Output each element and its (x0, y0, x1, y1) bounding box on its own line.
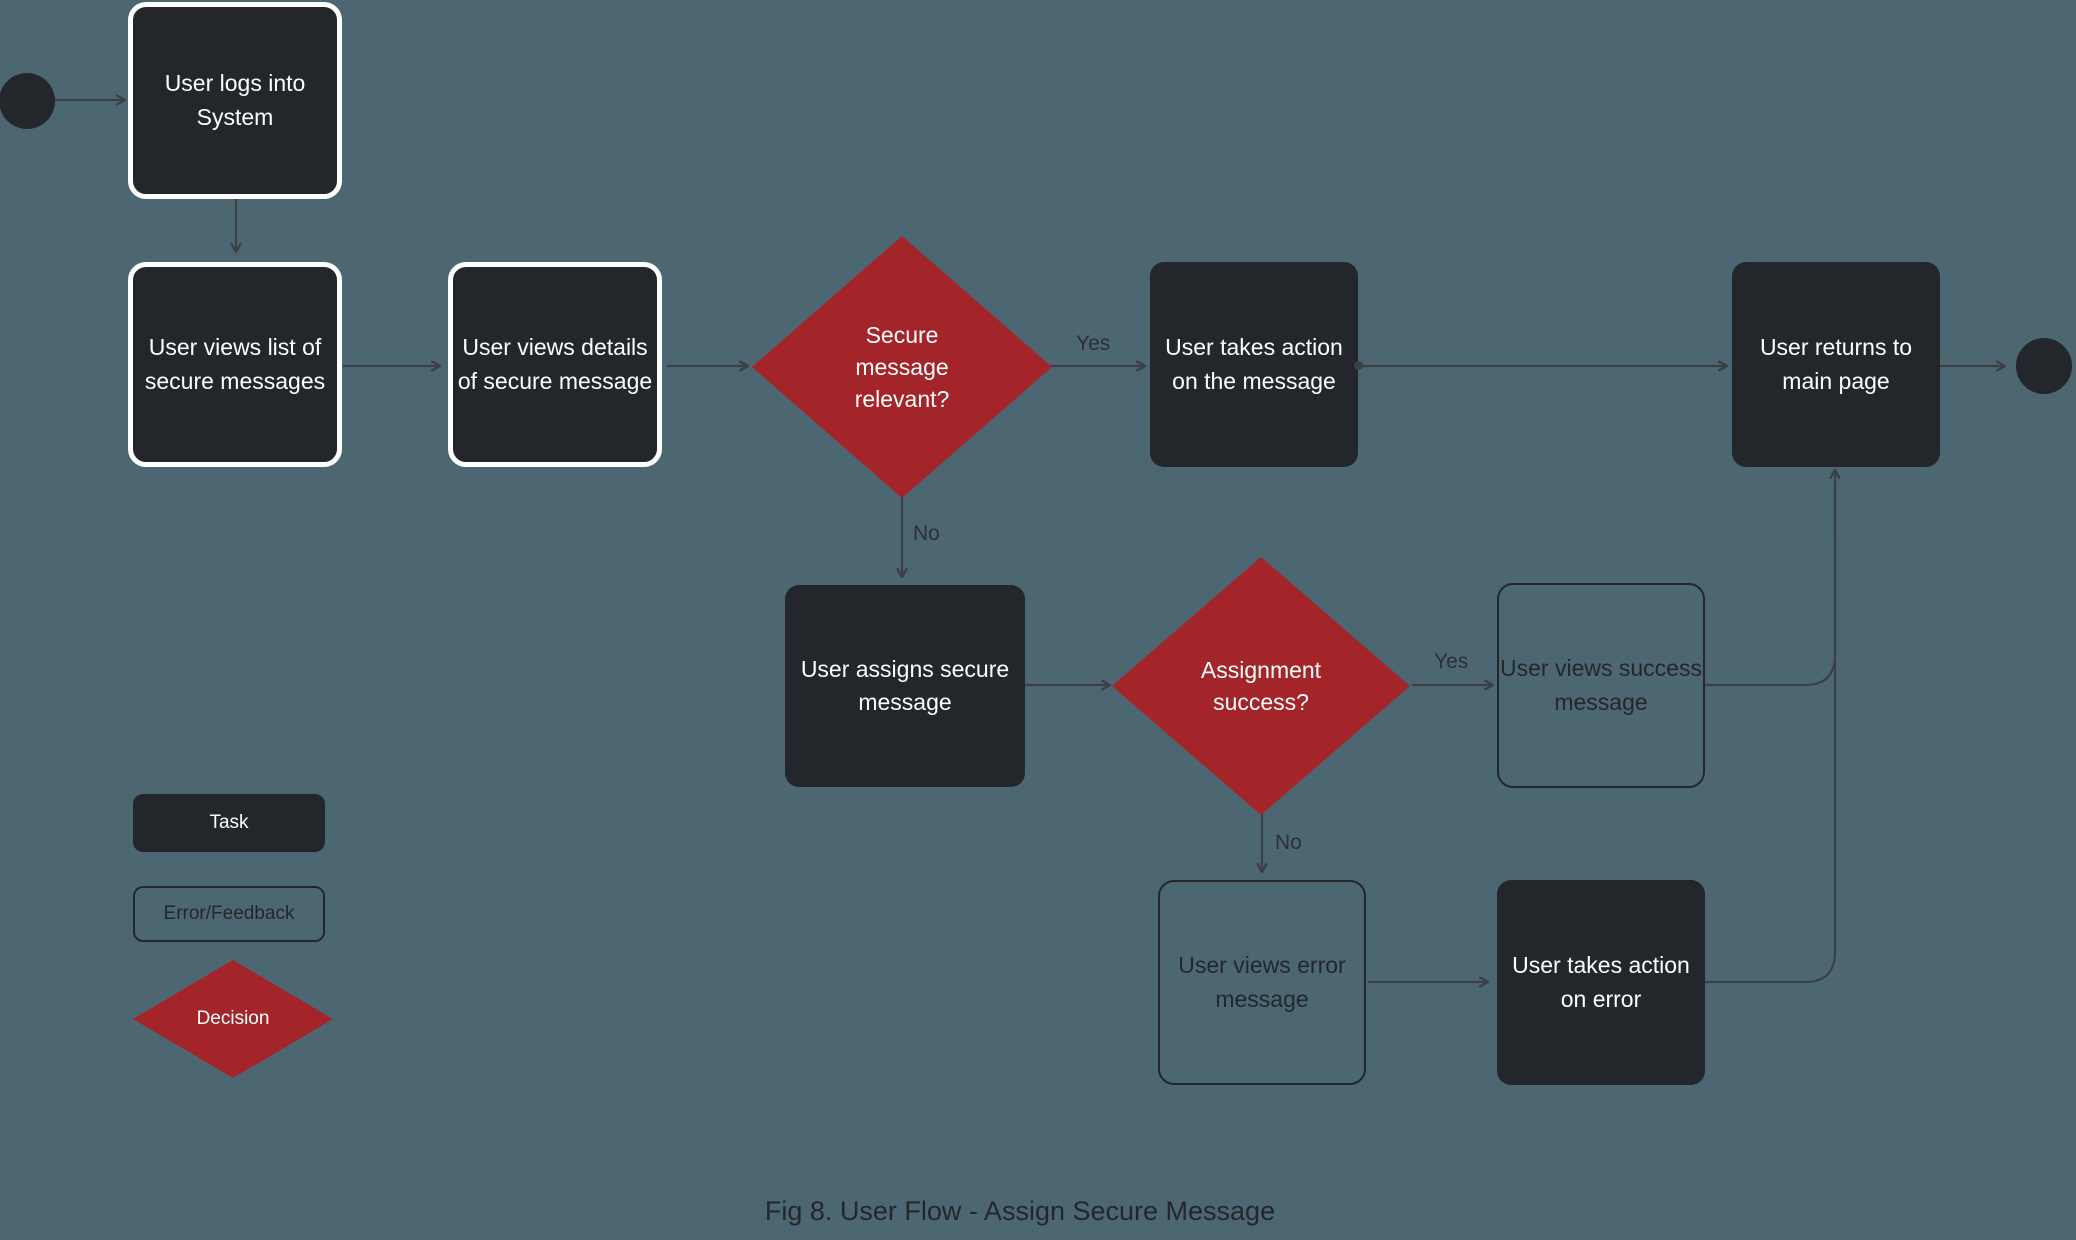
node-label: User logs into System (164, 70, 306, 130)
node-user-takes-action-on-error[interactable]: User takes action on error (1497, 880, 1705, 1085)
legend-feedback-label: Error/Feedback (163, 903, 295, 924)
node-user-logs-into-system[interactable]: User logs into System (128, 2, 342, 199)
figure-caption: Fig 8. User Flow - Assign Secure Message (764, 1196, 1276, 1226)
node-decision-secure-message-relevant[interactable]: Secure message relevant? (752, 236, 1052, 498)
edge-action-error-to-return (1705, 485, 1837, 984)
edge-success-to-return (1705, 485, 1837, 687)
node-decision-assignment-success[interactable]: Assignment success? (1112, 557, 1410, 815)
legend-decision: Decision (133, 960, 333, 1078)
edge-label-relevant-yes: Yes (1076, 332, 1111, 355)
node-user-views-error-message[interactable]: User views error message (1158, 880, 1366, 1085)
node-user-views-details-of-secure-message[interactable]: User views details of secure message (448, 262, 662, 467)
legend-decision-label: Decision (196, 1008, 270, 1029)
legend-task: Task (133, 794, 325, 852)
node-user-views-list-of-secure-messages[interactable]: User views list of secure messages (128, 262, 342, 467)
node-label: Secure message relevant? (854, 321, 950, 413)
node-label: User views details of secure message (457, 334, 653, 394)
node-label: Assignment success? (1200, 656, 1322, 715)
node-label: User views success message (1500, 655, 1702, 715)
start-node[interactable] (0, 73, 55, 129)
node-label: User assigns secure message (800, 655, 1010, 715)
edge-label-relevant-no: No (913, 522, 940, 545)
node-label: User returns to main page (1759, 334, 1913, 394)
end-node[interactable] (2016, 338, 2072, 394)
node-label: User views error message (1178, 952, 1346, 1012)
node-label: User takes action on the message (1165, 334, 1343, 394)
connector-dot-take-action (1354, 361, 1363, 370)
edge-label-success-yes: Yes (1434, 650, 1469, 673)
legend-error-feedback: Error/Feedback (133, 886, 325, 942)
node-user-returns-to-main-page[interactable]: User returns to main page (1732, 262, 1940, 467)
node-user-takes-action-on-the-message[interactable]: User takes action on the message (1150, 262, 1358, 467)
node-user-assigns-secure-message[interactable]: User assigns secure message (785, 585, 1025, 787)
edge-label-success-no: No (1275, 831, 1302, 854)
legend-task-label: Task (209, 812, 249, 833)
node-label: User views list of secure messages (144, 334, 326, 394)
node-label: User takes action on error (1512, 952, 1690, 1012)
node-user-views-success-message[interactable]: User views success message (1497, 583, 1705, 788)
